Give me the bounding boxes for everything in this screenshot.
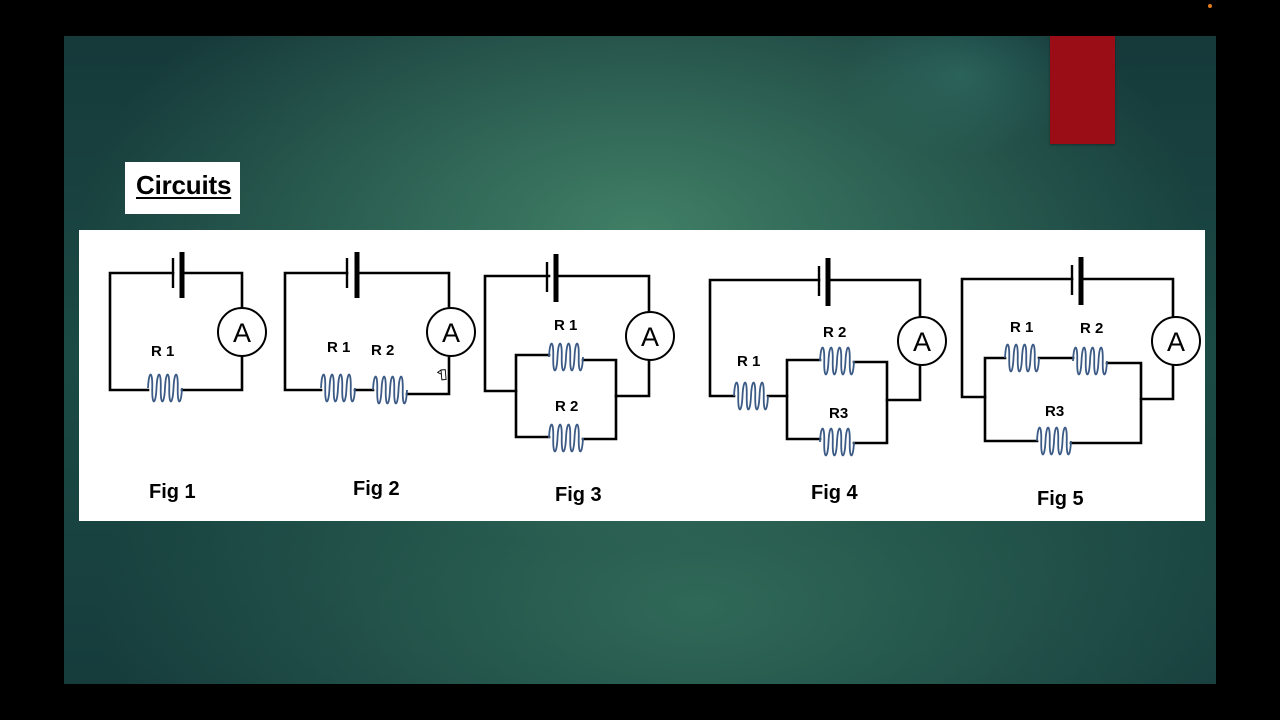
slide: Circuits A R 1 Fig 1 [64, 36, 1216, 684]
fig-4-resistor-r2 [819, 346, 855, 376]
fig-5-circuit: A R 1 R 2 R3 Fig 5 [960, 257, 1201, 510]
fig-4-resistor-r3 [819, 427, 855, 457]
fig-2-resistor-r2 [372, 375, 408, 405]
fig-5-label-r2: R 2 [1080, 320, 1103, 337]
fig-2-wire-bottom [405, 356, 451, 396]
fig-4-ammeter [897, 316, 947, 366]
fig-3-resistor-r2 [548, 423, 584, 453]
slide-title: Circuits [136, 170, 232, 200]
fig-1-label-r1: R 1 [151, 343, 174, 360]
circuit-figures-panel: A R 1 Fig 1 A R 1 R 2 Fig 2 [79, 230, 1205, 521]
fig-4-label-r1: R 1 [737, 353, 760, 370]
fig-5-label-r3: R3 [1045, 403, 1064, 420]
fig-4-resistor-r1 [733, 381, 769, 411]
circuit-diagrams: A R 1 Fig 1 A R 1 R 2 Fig 2 [108, 252, 1201, 510]
fig-4-branch-left [785, 358, 822, 441]
fig-5-resistor-r3 [1036, 426, 1072, 456]
fig-4-wire-return [885, 362, 922, 402]
fig-5-wire-top [960, 277, 1074, 399]
fig-3-wire-top [483, 274, 551, 393]
fig-4-caption: Fig 4 [811, 482, 859, 504]
fig-3-wire-return [614, 358, 651, 398]
fig-4-circuit: A R 1 R 2 R3 Fig 4 [708, 258, 947, 504]
fig-4-wire-right [827, 278, 922, 320]
fig-2-ammeter-symbol: A [442, 318, 460, 348]
title-box: Circuits [125, 162, 240, 214]
corner-indicator-dot [1208, 4, 1212, 8]
fig-2-label-r2: R 2 [371, 342, 394, 359]
fig-5-wire-right [1081, 277, 1175, 319]
fig-5-ammeter-symbol: A [1167, 327, 1185, 357]
fig-3-label-r1: R 1 [554, 317, 577, 334]
fig-2-wire-top [283, 271, 349, 392]
fig-1-wire-right [181, 271, 244, 310]
fig-3-branch-right [581, 358, 618, 441]
fig-4-wire-top [708, 278, 821, 398]
fig-4-ammeter-symbol: A [913, 327, 931, 357]
fig-2-wire-right [356, 271, 451, 308]
accent-bar [1050, 36, 1115, 144]
pen-cursor-icon [436, 369, 447, 381]
fig-2-label-r1: R 1 [327, 339, 350, 356]
fig-5-label-r1: R 1 [1010, 319, 1033, 336]
fig-5-wire-return [1139, 362, 1175, 401]
fig-3-circuit: A R 1 R 2 Fig 3 [483, 254, 675, 506]
fig-3-ammeter [625, 311, 675, 361]
fig-3-label-r2: R 2 [555, 398, 578, 415]
fig-2-ammeter [426, 307, 476, 357]
fig-1-ammeter [217, 307, 267, 357]
fig-1-ammeter-symbol: A [233, 318, 251, 348]
fig-2-circuit: A R 1 R 2 Fig 2 [283, 252, 476, 500]
fig-4-label-r3: R3 [829, 405, 848, 422]
fig-3-branch-left [514, 353, 551, 439]
fig-2-caption: Fig 2 [353, 478, 400, 500]
fig-3-caption: Fig 3 [555, 484, 602, 506]
fig-1-resistor-r1 [147, 373, 183, 403]
fig-5-ammeter [1151, 316, 1201, 366]
fig-3-resistor-r1 [548, 342, 584, 372]
fig-5-resistor-r1 [1004, 343, 1040, 373]
fig-5-branch-top-right [1069, 361, 1143, 445]
fig-1-caption: Fig 1 [149, 481, 196, 503]
fig-4-label-r2: R 2 [823, 324, 846, 341]
fig-3-ammeter-symbol: A [641, 322, 659, 352]
fig-1-wire-top [108, 271, 175, 392]
fig-1-circuit: A R 1 Fig 1 [108, 252, 267, 503]
fig-5-resistor-r2 [1072, 346, 1108, 376]
fig-4-branch-right [852, 360, 889, 445]
fig-3-wire-right [557, 274, 651, 314]
fig-5-branch-top-left [983, 356, 1039, 443]
fig-1-wire-bottom [180, 354, 244, 392]
fig-5-caption: Fig 5 [1037, 488, 1084, 510]
fig-2-resistor-r1 [320, 373, 356, 403]
